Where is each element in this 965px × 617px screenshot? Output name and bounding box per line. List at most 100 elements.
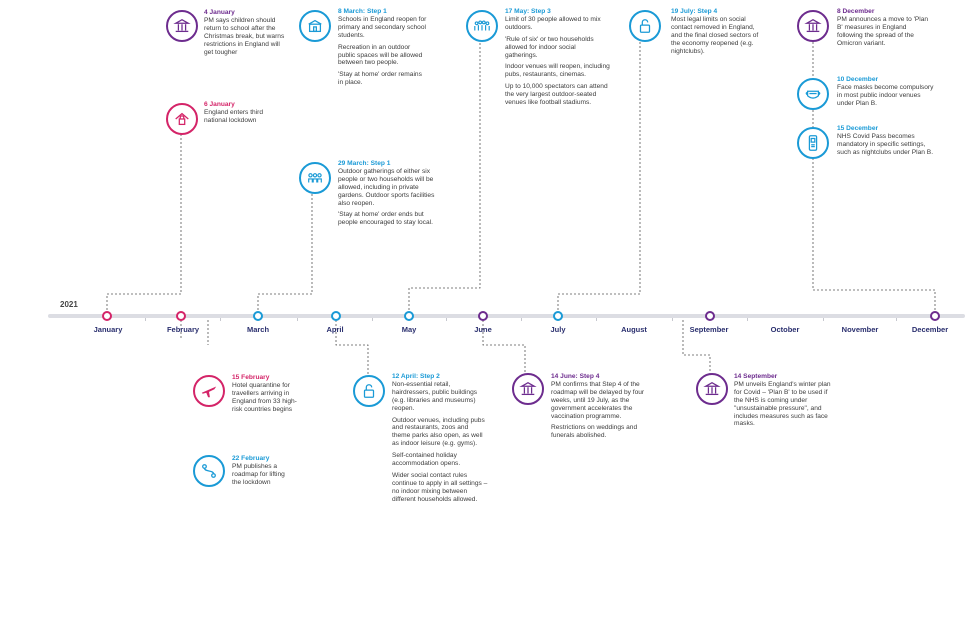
unlock-icon xyxy=(353,375,385,407)
event-body: PM announces a move to 'Plan B' measures… xyxy=(837,15,929,47)
government-building-icon xyxy=(512,373,544,405)
event-body: 'Stay at home' order remains in place. xyxy=(338,71,422,87)
event-may17: 17 May: Step 3 Limit of 30 people allowe… xyxy=(505,8,610,111)
timeline-marker xyxy=(478,311,488,321)
event-body: Up to 10,000 spectators can attend the v… xyxy=(505,83,608,107)
event-sep14: 14 September PM unveils England's winter… xyxy=(734,373,832,432)
event-title: 8 March: Step 1 xyxy=(338,8,387,15)
airplane-icon xyxy=(193,375,225,407)
school-icon xyxy=(299,10,331,42)
event-body: Recreation in an outdoor public spaces w… xyxy=(338,43,423,67)
axis-tick xyxy=(372,318,373,321)
group-icon xyxy=(299,162,331,194)
event-dec10: 10 December Face masks become compulsory… xyxy=(837,76,937,112)
event-jun14: 14 June: Step 4 PM confirms that Step 4 … xyxy=(551,373,647,444)
phone-pass-icon xyxy=(797,127,829,159)
unlock-icon xyxy=(629,10,661,42)
event-title: 6 January xyxy=(204,101,235,108)
event-body: 'Stay at home' order ends but people enc… xyxy=(338,211,433,227)
government-building-icon xyxy=(166,10,198,42)
event-body: Restrictions on weddings and funerals ab… xyxy=(551,424,638,440)
event-title: 19 July: Step 4 xyxy=(671,8,718,15)
event-feb22: 22 February PM publishes a roadmap for l… xyxy=(232,455,290,491)
event-title: 15 December xyxy=(837,125,879,132)
event-jan4: 4 January PM says children should return… xyxy=(204,9,289,60)
timeline-marker xyxy=(705,311,715,321)
event-title: 14 June: Step 4 xyxy=(551,373,600,380)
month-label-november: November xyxy=(841,325,879,334)
event-body: PM confirms that Step 4 of the roadmap w… xyxy=(551,380,645,420)
month-label-january: January xyxy=(93,325,123,334)
padlock-house-icon xyxy=(166,103,198,135)
event-dec8: 8 December PM announces a move to 'Plan … xyxy=(837,8,932,52)
face-mask-icon xyxy=(797,78,829,110)
event-body: England enters third national lockdown xyxy=(204,108,264,124)
timeline-marker xyxy=(331,311,341,321)
event-body: PM says children should return to school… xyxy=(204,16,285,56)
event-body: Most legal limits on social contact remo… xyxy=(671,15,759,55)
event-body: Outdoor gatherings of either six people … xyxy=(338,167,435,207)
event-title: 8 December xyxy=(837,8,875,15)
month-label-september: September xyxy=(689,325,729,334)
event-body: Outdoor venues, including pubs and resta… xyxy=(392,416,485,448)
month-label-october: October xyxy=(770,325,800,334)
event-mar8: 8 March: Step 1 Schools in England reope… xyxy=(338,8,428,91)
event-body: Wider social contact rules continue to a… xyxy=(392,471,488,503)
month-label-december: December xyxy=(911,325,949,334)
event-body: NHS Covid Pass becomes mandatory in spec… xyxy=(837,132,934,156)
event-title: 22 February xyxy=(232,455,270,462)
government-building-icon xyxy=(696,373,728,405)
event-title: 14 September xyxy=(734,373,778,380)
event-body: PM publishes a roadmap for lifting the l… xyxy=(232,462,285,486)
event-body: Limit of 30 people allowed to mix outdoo… xyxy=(505,15,601,31)
event-feb15: 15 February Hotel quarantine for travell… xyxy=(232,374,307,418)
roadmap-icon xyxy=(193,455,225,487)
event-body: 'Rule of six' or two households allowed … xyxy=(505,35,594,59)
event-title: 15 February xyxy=(232,374,270,381)
axis-tick xyxy=(896,318,897,321)
event-title: 29 March: Step 1 xyxy=(338,160,391,167)
axis-tick xyxy=(823,318,824,321)
event-title: 12 April: Step 2 xyxy=(392,373,440,380)
timeline-axis xyxy=(48,314,965,318)
timeline-marker xyxy=(404,311,414,321)
axis-tick xyxy=(521,318,522,321)
event-title: 17 May: Step 3 xyxy=(505,8,551,15)
axis-tick xyxy=(672,318,673,321)
axis-tick xyxy=(747,318,748,321)
month-label-june: June xyxy=(474,325,492,334)
axis-tick xyxy=(145,318,146,321)
month-label-february: February xyxy=(166,325,200,334)
event-dec15: 15 December NHS Covid Pass becomes manda… xyxy=(837,125,937,161)
axis-tick xyxy=(446,318,447,321)
event-title: 4 January xyxy=(204,9,235,16)
month-label-march: March xyxy=(246,325,270,334)
axis-tick xyxy=(297,318,298,321)
event-body: Hotel quarantine for travellers arriving… xyxy=(232,381,297,413)
event-body: Non-essential retail, hairdressers, publ… xyxy=(392,380,478,412)
month-label-may: May xyxy=(401,325,417,334)
event-body: Indoor venues will reopen, including pub… xyxy=(505,63,610,79)
year-label: 2021 xyxy=(60,300,78,309)
month-label-july: July xyxy=(550,325,566,334)
event-body: Face masks become compulsory in most pub… xyxy=(837,83,934,107)
timeline-marker xyxy=(102,311,112,321)
axis-tick xyxy=(596,318,597,321)
crowd-icon xyxy=(466,10,498,42)
event-jul19: 19 July: Step 4 Most legal limits on soc… xyxy=(671,8,767,59)
event-title: 10 December xyxy=(837,76,879,83)
event-body: Schools in England reopen for primary an… xyxy=(338,15,427,39)
timeline-marker xyxy=(553,311,563,321)
event-body: PM unveils England's winter plan for Cov… xyxy=(734,380,831,428)
timeline-marker xyxy=(930,311,940,321)
axis-tick xyxy=(220,318,221,321)
event-body: Self-contained holiday accommodation ope… xyxy=(392,452,461,468)
timeline-marker xyxy=(176,311,186,321)
event-apr12: 12 April: Step 2 Non-essential retail, h… xyxy=(392,373,488,508)
event-jan6: 6 January England enters third national … xyxy=(204,101,274,129)
month-label-april: April xyxy=(326,325,344,334)
government-building-icon xyxy=(797,10,829,42)
timeline-marker xyxy=(253,311,263,321)
event-mar29: 29 March: Step 1 Outdoor gatherings of e… xyxy=(338,160,436,231)
